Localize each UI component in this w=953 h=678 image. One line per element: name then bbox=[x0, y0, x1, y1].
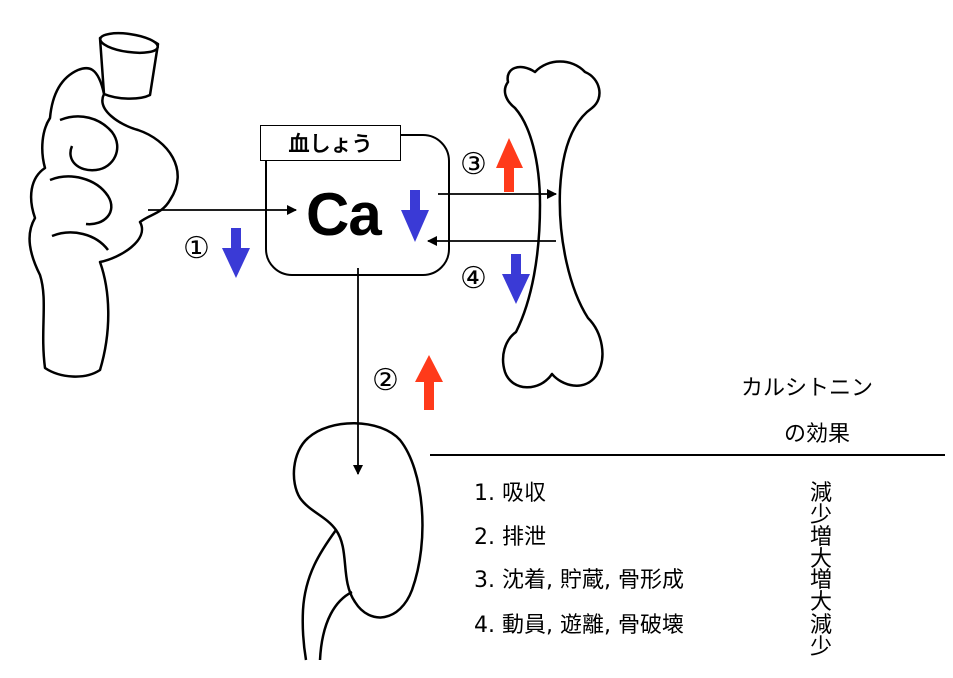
up-arrow-icon-3 bbox=[496, 138, 523, 192]
table-row: 3. 沈着, 貯蔵, 骨形成 増大 bbox=[474, 568, 832, 614]
down-arrow-icon-4 bbox=[502, 254, 530, 304]
down-arrow-icon-1 bbox=[222, 228, 250, 278]
table-row: 4. 動員, 遊離, 骨破壊 減少 bbox=[474, 613, 832, 659]
marker-2: ② bbox=[372, 363, 399, 398]
intestine-opening bbox=[99, 31, 159, 55]
up-arrow-icon-2 bbox=[415, 355, 443, 410]
row-effect: 減少 bbox=[810, 481, 833, 528]
intestine-illustration bbox=[28, 31, 179, 378]
bone-illustration bbox=[501, 60, 604, 389]
ureter-inner bbox=[318, 590, 353, 661]
row-effect: 減少 bbox=[810, 613, 833, 660]
marker-4: ④ bbox=[460, 261, 487, 296]
table-title-line1: カルシトニン bbox=[741, 376, 874, 401]
bone-shape bbox=[501, 60, 604, 389]
marker-1: ① bbox=[183, 231, 210, 266]
marker-3: ③ bbox=[460, 147, 487, 182]
row-effect: 増大 bbox=[810, 525, 833, 572]
kidney-shape bbox=[292, 422, 424, 619]
table-row: 1. 吸収 減少 bbox=[474, 481, 832, 527]
intestine-fold-2 bbox=[49, 175, 113, 226]
intestine-fold-1 bbox=[59, 115, 119, 172]
kidney-illustration bbox=[292, 422, 424, 661]
down-arrow-icon-ca bbox=[401, 190, 429, 242]
intestine-fold-3 bbox=[51, 231, 109, 251]
plasma-label: 血しょう bbox=[260, 125, 401, 161]
calcium-label: Ca bbox=[306, 181, 382, 248]
row-item: 1. 吸収 bbox=[474, 481, 546, 506]
table-title-line2: の効果 bbox=[784, 422, 851, 447]
intestine-body bbox=[28, 66, 179, 378]
ureter bbox=[301, 529, 338, 661]
row-item: 2. 排泄 bbox=[474, 525, 546, 550]
row-effect: 増大 bbox=[810, 568, 833, 615]
row-item: 3. 沈着, 貯蔵, 骨形成 bbox=[474, 568, 684, 593]
table-row: 2. 排泄 増大 bbox=[474, 525, 832, 571]
row-item: 4. 動員, 遊離, 骨破壊 bbox=[474, 613, 684, 638]
